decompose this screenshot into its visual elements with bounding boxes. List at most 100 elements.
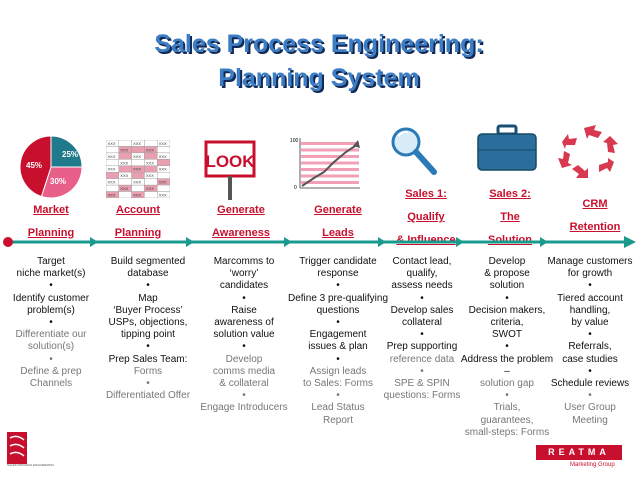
column-line: • xyxy=(49,353,53,365)
column-line: by value xyxy=(571,317,609,329)
stage-title-generate-awareness: Generate Awareness xyxy=(200,199,282,245)
svg-text:XXX: XXX xyxy=(120,160,128,165)
column-line: • xyxy=(336,353,340,365)
column-line: reference data xyxy=(389,353,455,365)
column-line: candidates xyxy=(219,280,269,292)
leads-chart-ymin: 0 xyxy=(294,185,297,191)
column-line: Target xyxy=(37,256,65,267)
stage-title-line: Planning xyxy=(27,227,75,239)
stage-title-line: CRM xyxy=(582,198,608,210)
pie-label-45: 45% xyxy=(26,161,42,170)
column-line: Decision makers, xyxy=(468,304,546,316)
column-line: & collateral xyxy=(219,378,269,390)
column-line: Define 3 pre-qualifying xyxy=(287,292,389,304)
column-line: Trigger candidate xyxy=(299,256,377,267)
stage-title-line: Awareness xyxy=(212,227,270,239)
column-line: • xyxy=(146,280,150,292)
column-line: Engage Introducers xyxy=(200,402,288,414)
briefcase-icon xyxy=(477,124,537,171)
reatma-tagline: Marketing Group xyxy=(570,462,615,468)
column-line: Lead Status xyxy=(311,402,365,414)
column-line: Identify customer xyxy=(12,292,90,304)
column-line: solution value xyxy=(213,329,275,341)
pie-slice-0 xyxy=(50,135,83,168)
pie-slice-2 xyxy=(19,135,52,198)
column-line: • xyxy=(336,317,340,329)
column-line: small-steps: Forms xyxy=(464,426,550,438)
svg-text:XXX: XXX xyxy=(108,141,116,146)
column-line: Differentiate our xyxy=(15,329,87,341)
stage-title-line: The xyxy=(500,211,520,223)
column-line: Prep Sales Team: xyxy=(108,353,188,365)
stage-title-line: Qualify xyxy=(407,211,445,223)
column-line: guarantees, xyxy=(480,414,534,426)
column-line: questions: Forms xyxy=(383,390,461,402)
stage-title-line: Retention xyxy=(569,221,621,233)
column-line: Trials, xyxy=(493,402,521,414)
svg-text:XXX: XXX xyxy=(108,193,116,198)
svg-text:XXX: XXX xyxy=(159,193,167,198)
column-line: • xyxy=(588,390,592,402)
column-line: criteria, xyxy=(490,317,524,329)
column-line: issues & plan xyxy=(308,341,368,353)
crm-cycle-icon xyxy=(558,125,618,178)
column-line: tipping point xyxy=(121,329,175,341)
column-line: database xyxy=(127,268,169,280)
column-line: case studies xyxy=(562,353,618,365)
svg-text:XXX: XXX xyxy=(146,147,154,152)
svg-text:XXX: XXX xyxy=(108,154,116,159)
svg-text:XXX: XXX xyxy=(133,180,141,185)
column-line: • xyxy=(505,390,509,402)
column-line: • xyxy=(505,292,509,304)
column-sales1-qualify: Contact lead,qualify,assess needs•Develo… xyxy=(380,256,464,402)
column-line: Referrals, xyxy=(568,341,612,353)
stage-title-market-planning: Market Planning xyxy=(19,199,83,245)
column-line: Tiered account xyxy=(557,292,623,304)
column-line: Channels xyxy=(29,378,73,390)
spe-logo-subtext: SALES PROCESS ENGINEERING xyxy=(7,463,55,467)
column-line: Develop sales xyxy=(390,304,454,316)
svg-text:XXX: XXX xyxy=(108,180,116,185)
timeline-start-dot xyxy=(3,237,13,247)
column-line: • xyxy=(505,341,509,353)
leads-chart-icon: 100 0 xyxy=(290,138,360,191)
column-line: • xyxy=(588,280,592,292)
column-line: Forms xyxy=(133,365,163,377)
column-line: • xyxy=(242,341,246,353)
svg-text:XXX: XXX xyxy=(133,193,141,198)
column-line: • xyxy=(49,317,53,329)
column-line: Define & prep xyxy=(20,365,82,377)
column-line: solution gap xyxy=(480,378,534,390)
process-timeline xyxy=(3,236,636,248)
column-line: Report xyxy=(322,414,353,426)
column-line: Schedule reviews xyxy=(550,378,630,390)
column-line: USPs, objections, xyxy=(108,317,188,329)
column-line: SPE & SPIN xyxy=(394,378,450,390)
stage-title-line: Market xyxy=(33,204,69,216)
stage-title-crm-retention: CRM Retention xyxy=(558,193,632,239)
column-line: • xyxy=(242,292,246,304)
column-line: SWOT xyxy=(492,329,522,341)
column-line: problem(s) xyxy=(27,304,75,316)
column-line: Address the problem – xyxy=(460,353,554,377)
column-line: • xyxy=(588,329,592,341)
column-line: • xyxy=(49,280,53,292)
svg-text:XXX: XXX xyxy=(146,160,154,165)
leads-chart-ymax: 100 xyxy=(290,138,299,144)
column-line: Map xyxy=(138,292,158,304)
column-line: Engagement xyxy=(309,329,367,341)
stage-title-line: Generate xyxy=(314,204,362,216)
column-line: to Sales: Forms xyxy=(302,378,374,390)
magnifying-glass-icon xyxy=(391,127,437,175)
column-line: for growth xyxy=(567,268,613,280)
column-line: User Group xyxy=(564,402,616,414)
svg-text:XXX: XXX xyxy=(133,154,141,159)
column-line: assess needs xyxy=(391,280,453,292)
column-line: • xyxy=(420,329,424,341)
